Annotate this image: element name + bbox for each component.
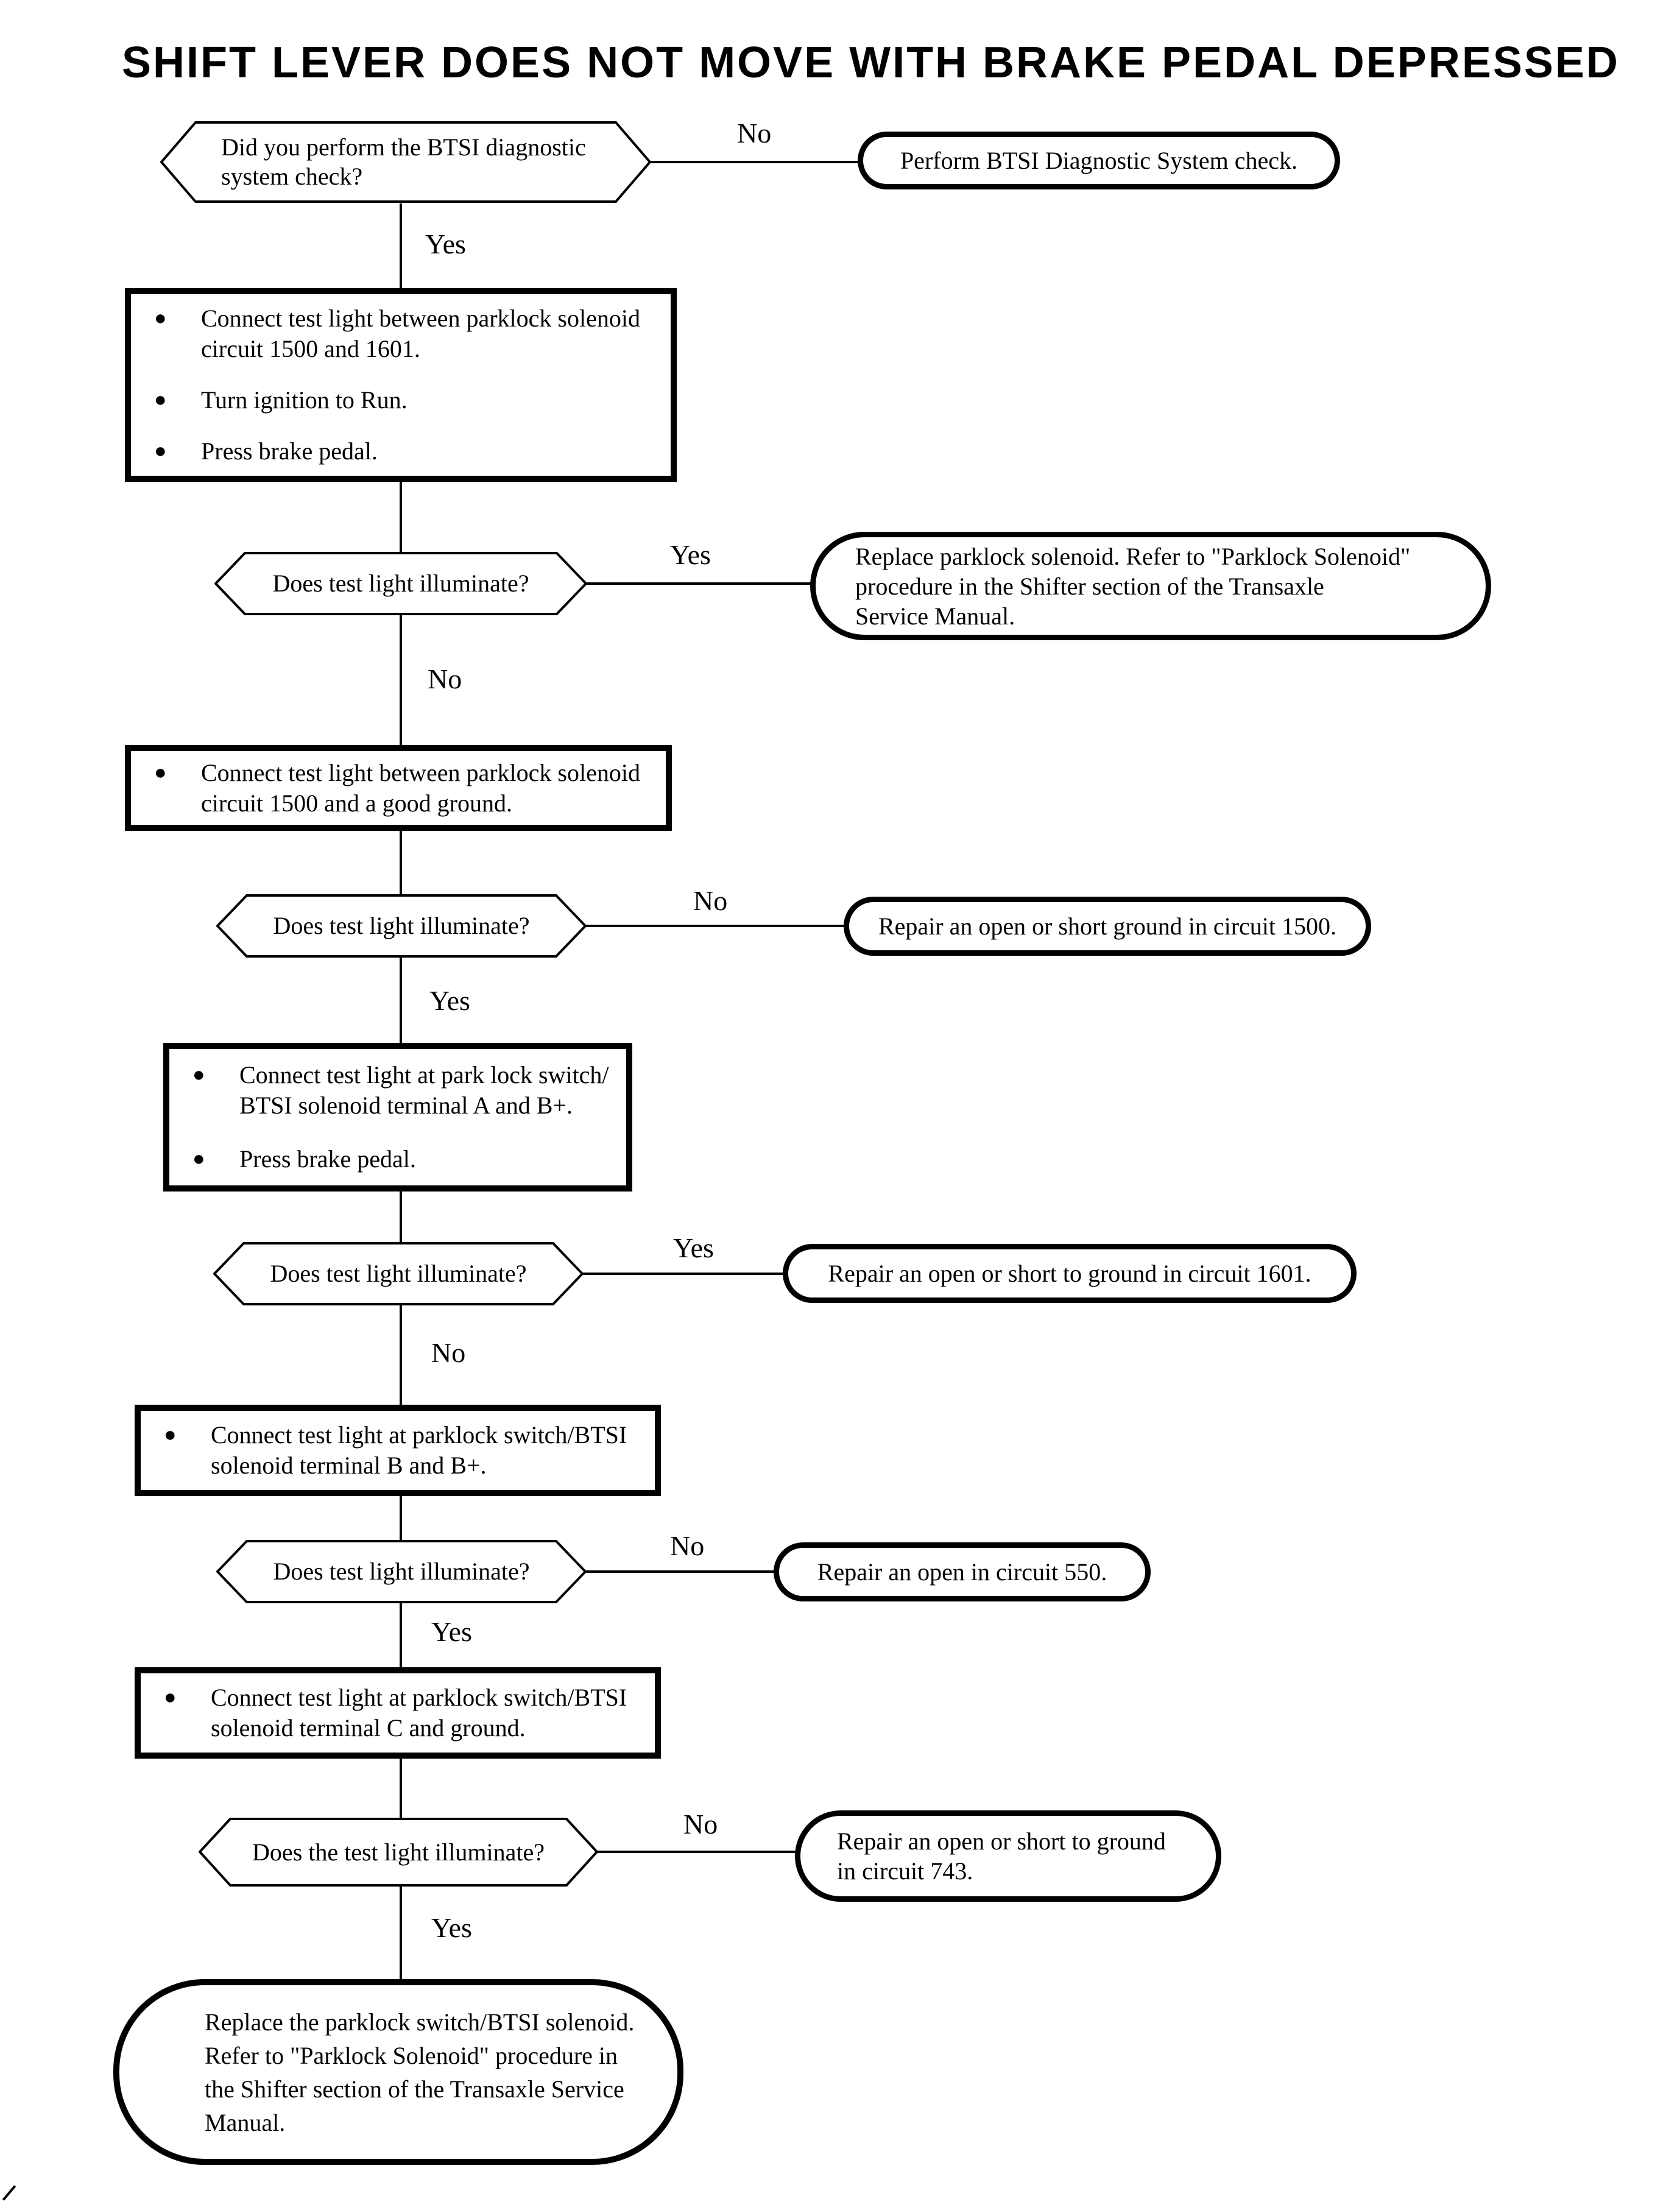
bullet-item: ● Connect test light between parklock so… <box>131 303 671 364</box>
terminal-repair-circuit-743: Repair an open or short to ground in cir… <box>795 1810 1221 1902</box>
edge-label-no: No <box>737 118 772 149</box>
connector-d3-t3 <box>585 925 844 927</box>
bullet-icon: ● <box>154 761 167 784</box>
edge-label-yes: Yes <box>670 539 711 570</box>
edge-label-yes: Yes <box>431 1616 472 1647</box>
decision-test-light-2: Does test light illuminate? <box>216 894 587 958</box>
terminal-replace-parklock-solenoid: Replace parklock solenoid. Refer to "Par… <box>810 532 1491 640</box>
bullet-item: ● Connect test light at parklock switch/… <box>141 1682 655 1743</box>
hexagon-shape <box>213 1242 584 1305</box>
connector-p2-d3 <box>400 830 402 894</box>
connector-d1-p1 <box>400 203 402 289</box>
edge-label-yes: Yes <box>431 1912 472 1943</box>
connector-d3-p3 <box>400 958 402 1043</box>
process-connect-terminal-c: ● Connect test light at parklock switch/… <box>135 1667 661 1759</box>
connector-d2-t2 <box>586 582 811 585</box>
bullet-icon: ● <box>154 389 167 411</box>
bullet-item: ● Press brake pedal. <box>169 1144 626 1174</box>
edge-label-no: No <box>683 1809 718 1840</box>
page-title: SHIFT LEVER DOES NOT MOVE WITH BRAKE PED… <box>122 38 1620 87</box>
decision-test-light-1: Does test light illuminate? <box>214 551 587 616</box>
decision-btsi-diagnostic-check: Did you perform the BTSI diagnostic syst… <box>160 121 651 203</box>
bullet-text: Connect test light between parklock sole… <box>201 758 640 817</box>
terminal-repair-circuit-1601: Repair an open or short to ground in cir… <box>783 1244 1357 1303</box>
bullet-icon: ● <box>154 307 167 330</box>
hexagon-shape <box>216 894 587 958</box>
bullet-text: Connect test light between parklock sole… <box>201 305 640 362</box>
connector-d1-t1 <box>651 161 858 163</box>
terminal-repair-circuit-1500: Repair an open or short ground in circui… <box>844 897 1371 956</box>
bullet-icon: ● <box>192 1148 205 1170</box>
edge-label-yes: Yes <box>673 1232 714 1263</box>
terminal-replace-parklock-switch: Replace the parklock switch/BTSI solenoi… <box>113 1979 683 2165</box>
connector-p3-d4 <box>400 1191 402 1242</box>
decision-label: Does test light illuminate? <box>273 1558 530 1585</box>
connector-d5-t5 <box>585 1570 774 1573</box>
bullet-icon: ● <box>164 1686 177 1709</box>
terminal-perform-btsi-check: Perform BTSI Diagnostic System check. <box>858 132 1340 189</box>
process-connect-terminal-a: ● Connect test light at park lock switch… <box>163 1043 632 1191</box>
process-connect-1500-1601: ● Connect test light between parklock so… <box>125 288 677 482</box>
bullet-item: ● Connect test light at parklock switch/… <box>141 1420 655 1481</box>
bullet-text: Press brake pedal. <box>239 1145 416 1173</box>
process-connect-terminal-b: ● Connect test light at parklock switch/… <box>135 1405 661 1496</box>
edge-label-no: No <box>431 1337 466 1368</box>
hexagon-shape <box>216 1540 587 1603</box>
connector-p5-d6 <box>400 1758 402 1818</box>
terminal-repair-circuit-550: Repair an open in circuit 550. <box>774 1542 1151 1601</box>
bullet-icon: ● <box>154 440 167 462</box>
connector-d4-p4 <box>400 1305 402 1405</box>
decision-label: Does the test light illuminate? <box>252 1838 545 1866</box>
decision-label: Did you perform the BTSI diagnostic syst… <box>221 133 586 190</box>
connector-p4-d5 <box>400 1495 402 1540</box>
bullet-item: ● Connect test light between parklock so… <box>131 758 666 819</box>
bullet-text: Press brake pedal. <box>201 437 378 465</box>
connector-d6-t7 <box>400 1887 402 1980</box>
decision-test-light-3: Does test light illuminate? <box>213 1241 584 1306</box>
hexagon-shape <box>199 1818 598 1887</box>
hexagon-shape <box>160 121 651 203</box>
decision-test-light-4: Does test light illuminate? <box>216 1539 587 1604</box>
bullet-text: Connect test light at parklock switch/BT… <box>211 1421 627 1479</box>
bullet-icon: ● <box>192 1064 205 1086</box>
decision-label: Does test light illuminate? <box>272 570 529 597</box>
decision-label: Does test light illuminate? <box>273 912 530 939</box>
scan-artifact <box>2 2185 16 2201</box>
bullet-icon: ● <box>164 1424 177 1446</box>
bullet-item: ● Turn ignition to Run. <box>131 385 671 415</box>
connector-p1-d2 <box>400 481 402 552</box>
process-connect-1500-ground: ● Connect test light between parklock so… <box>125 745 672 831</box>
edge-label-no: No <box>670 1530 705 1561</box>
decision-test-light-5: Does the test light illuminate? <box>199 1817 598 1887</box>
bullet-item: ● Press brake pedal. <box>131 436 671 467</box>
bullet-text: Connect test light at park lock switch/ … <box>239 1061 609 1119</box>
connector-d2-p2 <box>400 615 402 746</box>
bullet-text: Connect test light at parklock switch/BT… <box>211 1684 627 1742</box>
connector-d4-t4 <box>582 1273 783 1275</box>
bullet-text: Turn ignition to Run. <box>201 386 408 414</box>
edge-label-no: No <box>428 663 462 694</box>
decision-label: Does test light illuminate? <box>270 1260 527 1287</box>
connector-d6-t6 <box>597 1851 796 1853</box>
hexagon-shape <box>214 552 587 615</box>
edge-label-yes: Yes <box>425 228 466 259</box>
edge-label-no: No <box>693 885 728 916</box>
connector-d5-p5 <box>400 1603 402 1668</box>
bullet-item: ● Connect test light at park lock switch… <box>169 1060 626 1121</box>
edge-label-yes: Yes <box>429 985 470 1016</box>
